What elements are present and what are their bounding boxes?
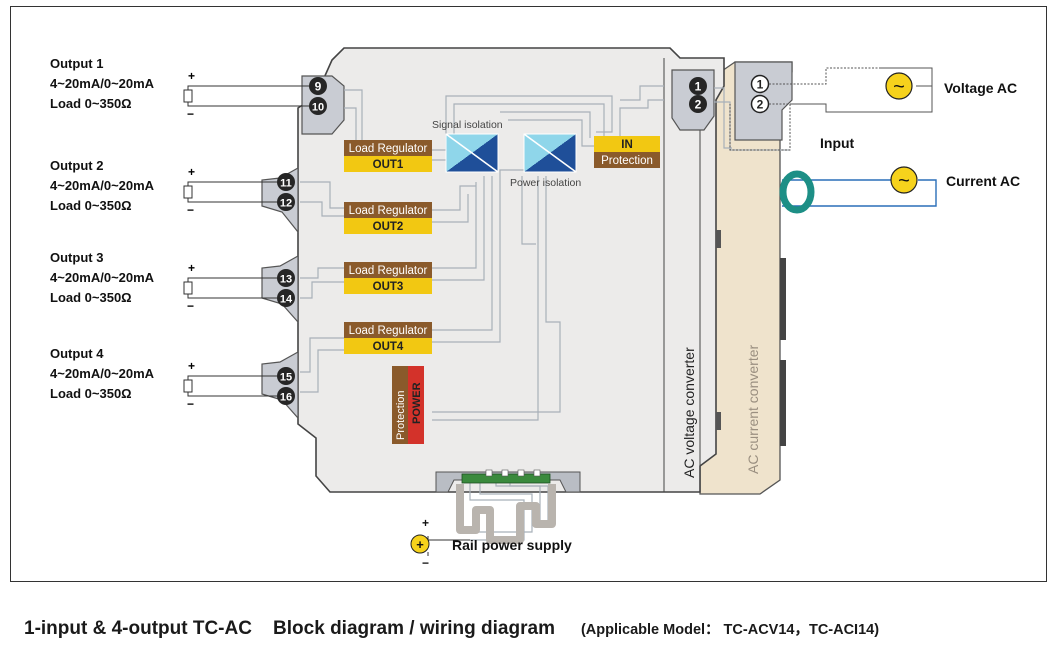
svg-text:1: 1 (695, 80, 702, 94)
regulator-label: Load Regulator (349, 143, 428, 155)
terminal-out3-a: 13 (277, 269, 295, 287)
protection-label: Protection (601, 155, 653, 167)
output-name: Output 1 (50, 56, 103, 71)
rail-plus: + (422, 516, 429, 530)
terminal-block-out3 (261, 254, 299, 324)
output-name: Output 4 (50, 346, 104, 361)
output-range: 4~20mA/0~20mA (50, 270, 155, 285)
output4-labels: Output 4 4~20mA/0~20mA Load 0~350Ω (50, 346, 155, 401)
svg-text:2: 2 (695, 98, 702, 112)
output-load: Load 0~350Ω (50, 198, 132, 213)
signal-isolation-block (445, 133, 499, 173)
minus-sign: − (187, 299, 194, 313)
output-name: Output 2 (50, 158, 103, 173)
terminal-out3-b: 14 (277, 289, 295, 307)
power-isolation-block (523, 133, 577, 173)
terminal-out4-b: 16 (277, 387, 295, 405)
input-label: Input (820, 135, 855, 151)
regulator-out3: Load Regulator OUT3 (344, 262, 432, 294)
caption: 1-input & 4-output TC-AC Block diagram /… (24, 618, 879, 640)
output2-labels: Output 2 4~20mA/0~20mA Load 0~350Ω (50, 158, 155, 213)
voltage-ac-label: Voltage AC (944, 80, 1017, 96)
output-range: 4~20mA/0~20mA (50, 366, 155, 381)
regulator-label: Load Regulator (349, 325, 428, 337)
regulator-label: Load Regulator (349, 205, 428, 217)
rail-connector (435, 469, 581, 544)
svg-text:11: 11 (280, 178, 292, 190)
svg-text:9: 9 (315, 80, 322, 94)
terminal-out2-b: 12 (277, 193, 295, 211)
terminal-out4-a: 15 (277, 367, 295, 385)
output3-wiring (183, 277, 277, 299)
caption-title: 1-input & 4-output TC-AC Block diagram /… (24, 618, 555, 639)
regulator-out-label: OUT4 (373, 341, 404, 353)
rail-power-label: Rail power supply (452, 537, 572, 553)
plus-sign: + (188, 261, 195, 275)
regulator-out2: Load Regulator OUT2 (344, 202, 432, 234)
output2-wiring (183, 181, 277, 203)
power-block: Protection POWER (392, 366, 424, 444)
terminal-out1-a: 9 (309, 77, 327, 95)
output-load: Load 0~350Ω (50, 290, 132, 305)
regulator-out1: Load Regulator OUT1 (344, 140, 432, 172)
input-protection-block: IN Protection (594, 136, 660, 168)
regulator-out-label: OUT2 (373, 221, 404, 233)
svg-text:16: 16 (280, 392, 292, 404)
terminal-in-a: 1 (689, 77, 707, 95)
plus-sign: + (188, 69, 195, 83)
output-range: 4~20mA/0~20mA (50, 178, 155, 193)
regulator-out4: Load Regulator OUT4 (344, 322, 432, 354)
regulator-out-label: OUT1 (373, 159, 404, 171)
terminal-out2-a: 11 (277, 173, 295, 191)
terminal-in-circled-a: 1 (750, 74, 770, 94)
rail-minus: − (422, 556, 429, 570)
signal-isolation-label: Signal isolation (432, 119, 503, 131)
diagram-frame (10, 6, 1047, 582)
minus-sign: − (187, 397, 194, 411)
output-load: Load 0~350Ω (50, 96, 132, 111)
output1-labels: Output 1 4~20mA/0~20mA Load 0~350Ω (50, 56, 155, 111)
plus-sign: + (188, 165, 195, 179)
terminal-block-out4 (261, 350, 299, 420)
in-label: IN (621, 139, 633, 151)
terminal-in-b: 2 (689, 95, 707, 113)
regulator-out-label: OUT3 (373, 281, 404, 293)
power-protection-label: Protection (395, 390, 407, 440)
rail-power-supply: + + − (410, 516, 470, 570)
voltage-converter-label: AC voltage converter (681, 347, 697, 478)
output1-wiring (183, 85, 309, 107)
svg-text:12: 12 (280, 198, 292, 210)
minus-sign: − (187, 107, 194, 121)
wiring-diagram: Signal isolation Power isolation Load Re… (50, 47, 1020, 570)
terminal-in-circled-b: 2 (750, 94, 770, 114)
output4-wiring (183, 375, 277, 397)
power-label: POWER (411, 382, 423, 424)
svg-text:10: 10 (312, 102, 324, 114)
current-ac-label: Current AC (946, 173, 1020, 189)
voltage-ac-source: ~ (729, 67, 933, 151)
current-ac-source: ~ (779, 166, 937, 214)
svg-text:1: 1 (757, 78, 764, 92)
output-load: Load 0~350Ω (50, 386, 132, 401)
svg-text:13: 13 (280, 274, 292, 286)
regulator-label: Load Regulator (349, 265, 428, 277)
output3-labels: Output 3 4~20mA/0~20mA Load 0~350Ω (50, 250, 155, 305)
output-range: 4~20mA/0~20mA (50, 76, 155, 91)
ac-symbol: ~ (898, 170, 910, 192)
ac-symbol: ~ (893, 76, 905, 98)
svg-text:15: 15 (280, 372, 292, 384)
terminal-out1-b: 10 (309, 97, 327, 115)
svg-text:2: 2 (757, 98, 764, 112)
output-name: Output 3 (50, 250, 103, 265)
rail-symbol: + (416, 537, 424, 552)
caption-model: (Applicable Model： TC-ACV14，TC-ACI14) (580, 622, 880, 638)
current-converter-module (699, 61, 793, 495)
power-isolation-label: Power isolation (510, 177, 581, 189)
plus-sign: + (188, 359, 195, 373)
svg-text:14: 14 (280, 294, 293, 306)
minus-sign: − (187, 203, 194, 217)
current-converter-label: AC current converter (745, 345, 761, 474)
